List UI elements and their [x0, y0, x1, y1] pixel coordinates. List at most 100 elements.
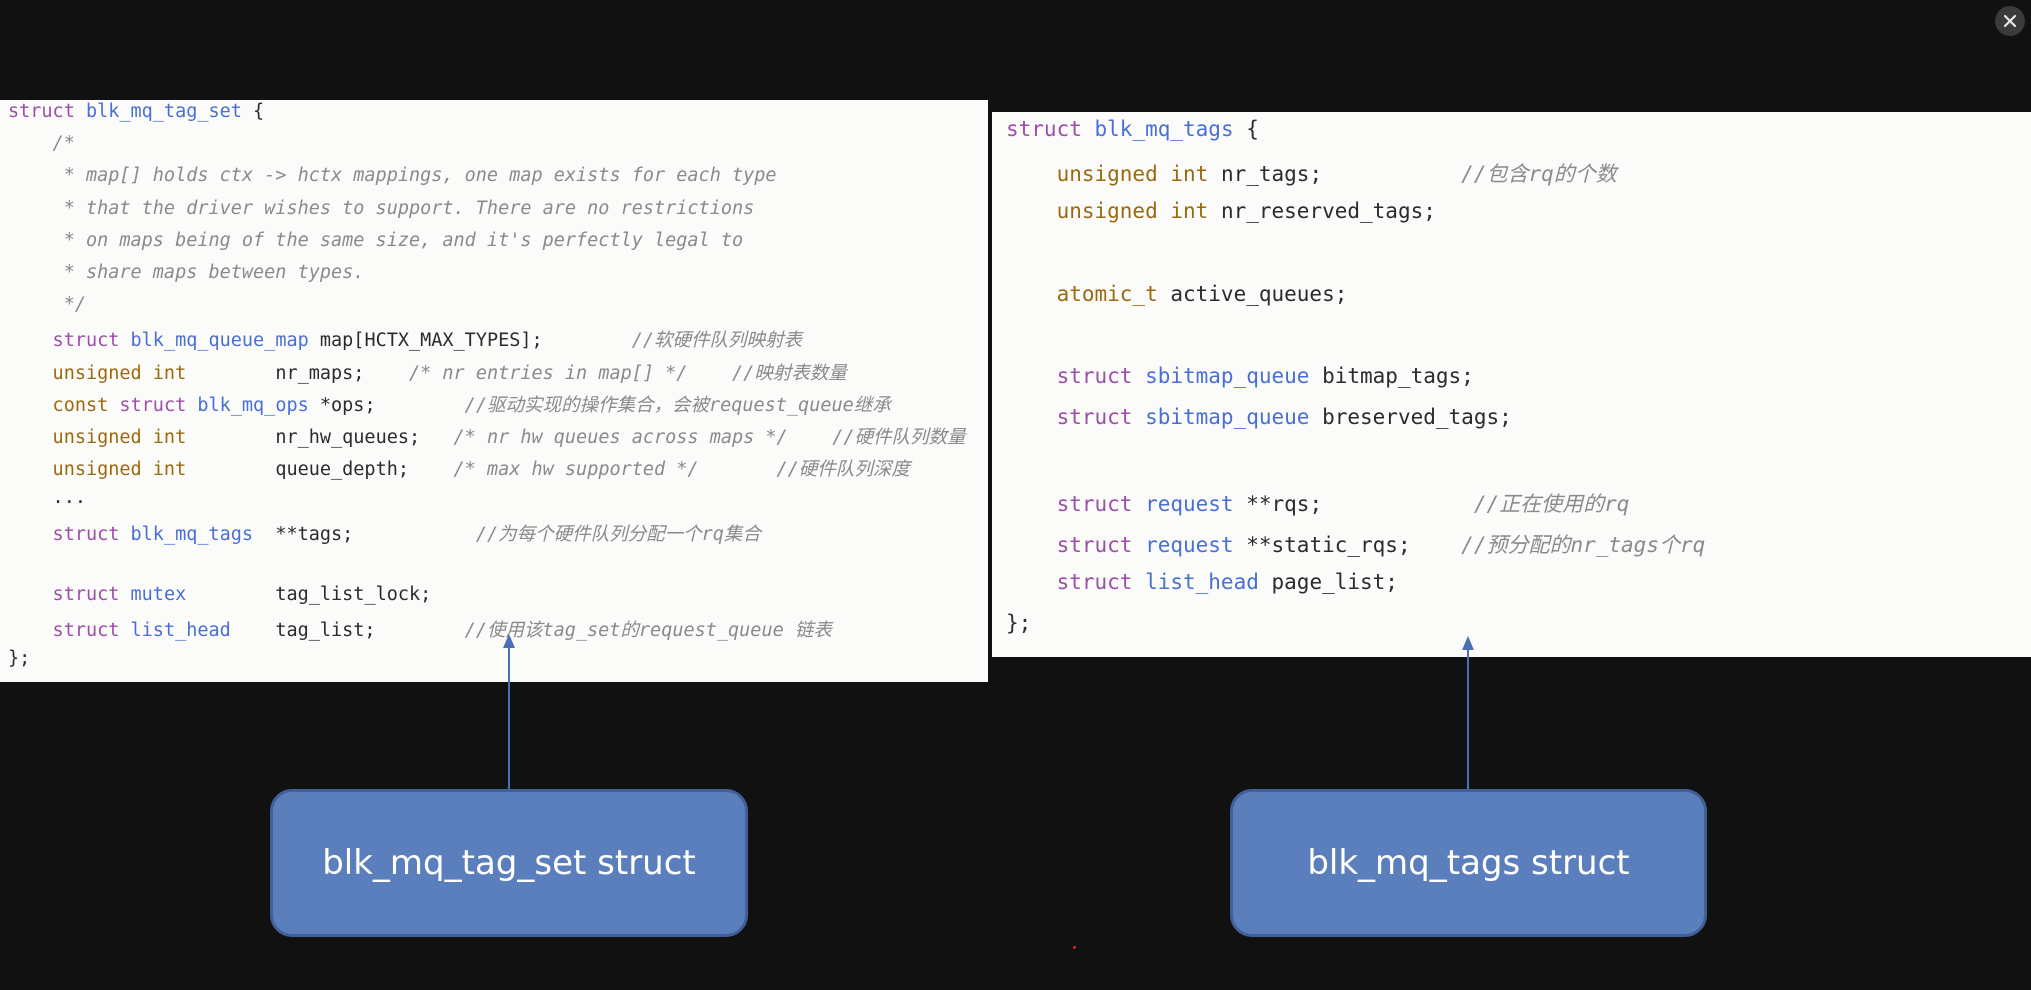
blk-mq-tag-set-label: blk_mq_tag_set struct	[270, 789, 748, 937]
code-token: atomic_t	[1006, 281, 1158, 306]
code-line: struct sbitmap_queue bitmap_tags;	[1006, 364, 1474, 388]
blk-mq-tags-label: blk_mq_tags struct	[1230, 789, 1707, 937]
code-token: **tags;	[253, 523, 354, 545]
code-token: **rqs;	[1233, 491, 1323, 516]
close-button[interactable]	[1995, 6, 2025, 36]
code-token: //驱动实现的操作集合，会被request_queue继承	[375, 394, 891, 416]
code-token: request	[1145, 533, 1234, 557]
code-line: struct request **static_rqs; //预分配的nr_ta…	[1006, 529, 1706, 559]
code-token: struct	[8, 330, 131, 352]
code-line: * on maps being of the same size, and it…	[8, 230, 743, 251]
code-token: active_queues;	[1157, 281, 1348, 306]
code-token: * map[] holds ctx -> hctx mappings, one …	[8, 165, 777, 187]
code-token: /* nr entries in map[] */ //映射表数量	[364, 362, 847, 384]
code-token: breserved_tags;	[1309, 405, 1512, 430]
code-line: };	[8, 648, 30, 669]
code-token: blk_mq_tags	[130, 523, 254, 545]
code-line: struct list_head tag_list; //使用该tag_set的…	[8, 616, 832, 642]
code-line: };	[1006, 611, 1031, 635]
code-token: blk_mq_queue_map	[130, 330, 309, 352]
code-token: nr_reserved_tags;	[1208, 199, 1436, 224]
code-token: //为每个硬件队列分配一个rq集合	[353, 523, 761, 545]
blk-mq-tag-set-label-text: blk_mq_tag_set struct	[322, 843, 696, 883]
code-token: struct	[8, 584, 131, 605]
code-token: //使用该tag_set的request_queue 链表	[375, 620, 832, 642]
code-token: * on maps being of the same size, and it…	[8, 229, 744, 251]
code-line: const struct blk_mq_ops *ops; //驱动实现的操作集…	[8, 391, 891, 417]
code-token: struct	[8, 620, 131, 642]
code-token: blk_mq_tag_set	[85, 101, 242, 122]
code-token: //包含rq的个数	[1322, 162, 1617, 187]
code-token: nr_hw_queues;	[186, 427, 421, 448]
code-token: struct	[1006, 533, 1146, 557]
code-token: struct	[1006, 405, 1146, 430]
code-token: mutex	[130, 584, 187, 605]
code-token: /* max hw supported */ //硬件队列深度	[408, 459, 910, 481]
code-token: /*	[8, 133, 75, 155]
code-token: */	[8, 294, 86, 316]
code-token: struct	[8, 523, 131, 545]
code-token: struct	[1006, 117, 1095, 141]
code-token: unsigned int	[8, 362, 187, 384]
code-token: {	[1233, 117, 1259, 141]
code-line: atomic_t active_queues;	[1006, 281, 1348, 306]
red-dot	[1073, 946, 1076, 949]
code-line: struct blk_mq_tags {	[1006, 117, 1259, 141]
code-token: //预分配的nr_tags个rq	[1410, 533, 1706, 557]
code-line: * share maps between types.	[8, 262, 365, 283]
code-token: unsigned int	[8, 459, 187, 481]
code-token: page_list;	[1258, 570, 1398, 595]
code-line: ...	[8, 487, 86, 508]
code-line: * that the driver wishes to support. The…	[8, 197, 755, 219]
code-token: struct	[1006, 364, 1146, 389]
code-token: unsigned int	[1006, 162, 1209, 187]
code-token: };	[1006, 611, 1032, 636]
code-token: {	[241, 101, 265, 122]
code-token: list_head	[130, 620, 231, 642]
code-line: struct request **rqs; //正在使用的rq	[1006, 488, 1630, 518]
code-line: struct blk_mq_tag_set {	[8, 101, 264, 122]
code-token: struct	[119, 394, 198, 416]
code-token: request	[1145, 491, 1234, 516]
code-token: struct	[1006, 570, 1146, 595]
code-line: struct list_head page_list;	[1006, 570, 1398, 594]
code-token: tag_list;	[230, 620, 376, 642]
code-token: ...	[8, 487, 86, 509]
code-line: /*	[8, 133, 75, 154]
code-token: * share maps between types.	[8, 262, 365, 283]
code-token: struct	[8, 101, 86, 122]
code-line: struct blk_mq_queue_map map[HCTX_MAX_TYP…	[8, 326, 803, 352]
code-token: map[HCTX_MAX_TYPES];	[308, 330, 543, 352]
code-token: blk_mq_ops	[197, 394, 309, 416]
code-line: unsigned int nr_tags; //包含rq的个数	[1006, 158, 1617, 188]
code-line: struct mutex tag_list_lock;	[8, 584, 432, 605]
close-icon	[2003, 14, 2017, 28]
code-line: unsigned int nr_reserved_tags;	[1006, 199, 1436, 223]
code-token: **static_rqs;	[1233, 533, 1411, 557]
code-line: unsigned int nr_maps; /* nr entries in m…	[8, 359, 847, 385]
code-token: sbitmap_queue	[1145, 364, 1310, 389]
code-token: /* nr hw queues across maps */ //硬件队列数量	[420, 427, 966, 448]
code-token: list_head	[1145, 570, 1259, 595]
blk-mq-tags-code-panel: struct blk_mq_tags { unsigned int nr_tag…	[992, 112, 2031, 657]
code-line: unsigned int nr_hw_queues; /* nr hw queu…	[8, 423, 966, 449]
code-token: //软硬件队列映射表	[542, 330, 803, 352]
code-token: tag_list_lock;	[186, 584, 432, 605]
code-line: unsigned int queue_depth; /* max hw supp…	[8, 455, 910, 481]
code-token: };	[8, 648, 31, 670]
code-line: struct blk_mq_tags **tags; //为每个硬件队列分配一个…	[8, 520, 761, 546]
code-token: queue_depth;	[186, 459, 409, 481]
code-token: blk_mq_tags	[1094, 117, 1234, 141]
code-line: */	[8, 294, 86, 315]
code-token: sbitmap_queue	[1145, 405, 1310, 430]
code-token: bitmap_tags;	[1309, 364, 1474, 389]
code-line: struct sbitmap_queue breserved_tags;	[1006, 405, 1512, 429]
code-token: unsigned int	[1006, 199, 1209, 224]
code-token: nr_maps;	[186, 362, 365, 384]
code-token: unsigned int	[8, 427, 187, 448]
code-token: *ops;	[308, 394, 376, 416]
code-token: * that the driver wishes to support. The…	[8, 197, 755, 219]
blk-mq-tags-label-text: blk_mq_tags struct	[1307, 843, 1630, 883]
code-token: struct	[1006, 491, 1146, 516]
code-token: nr_tags;	[1208, 162, 1323, 187]
